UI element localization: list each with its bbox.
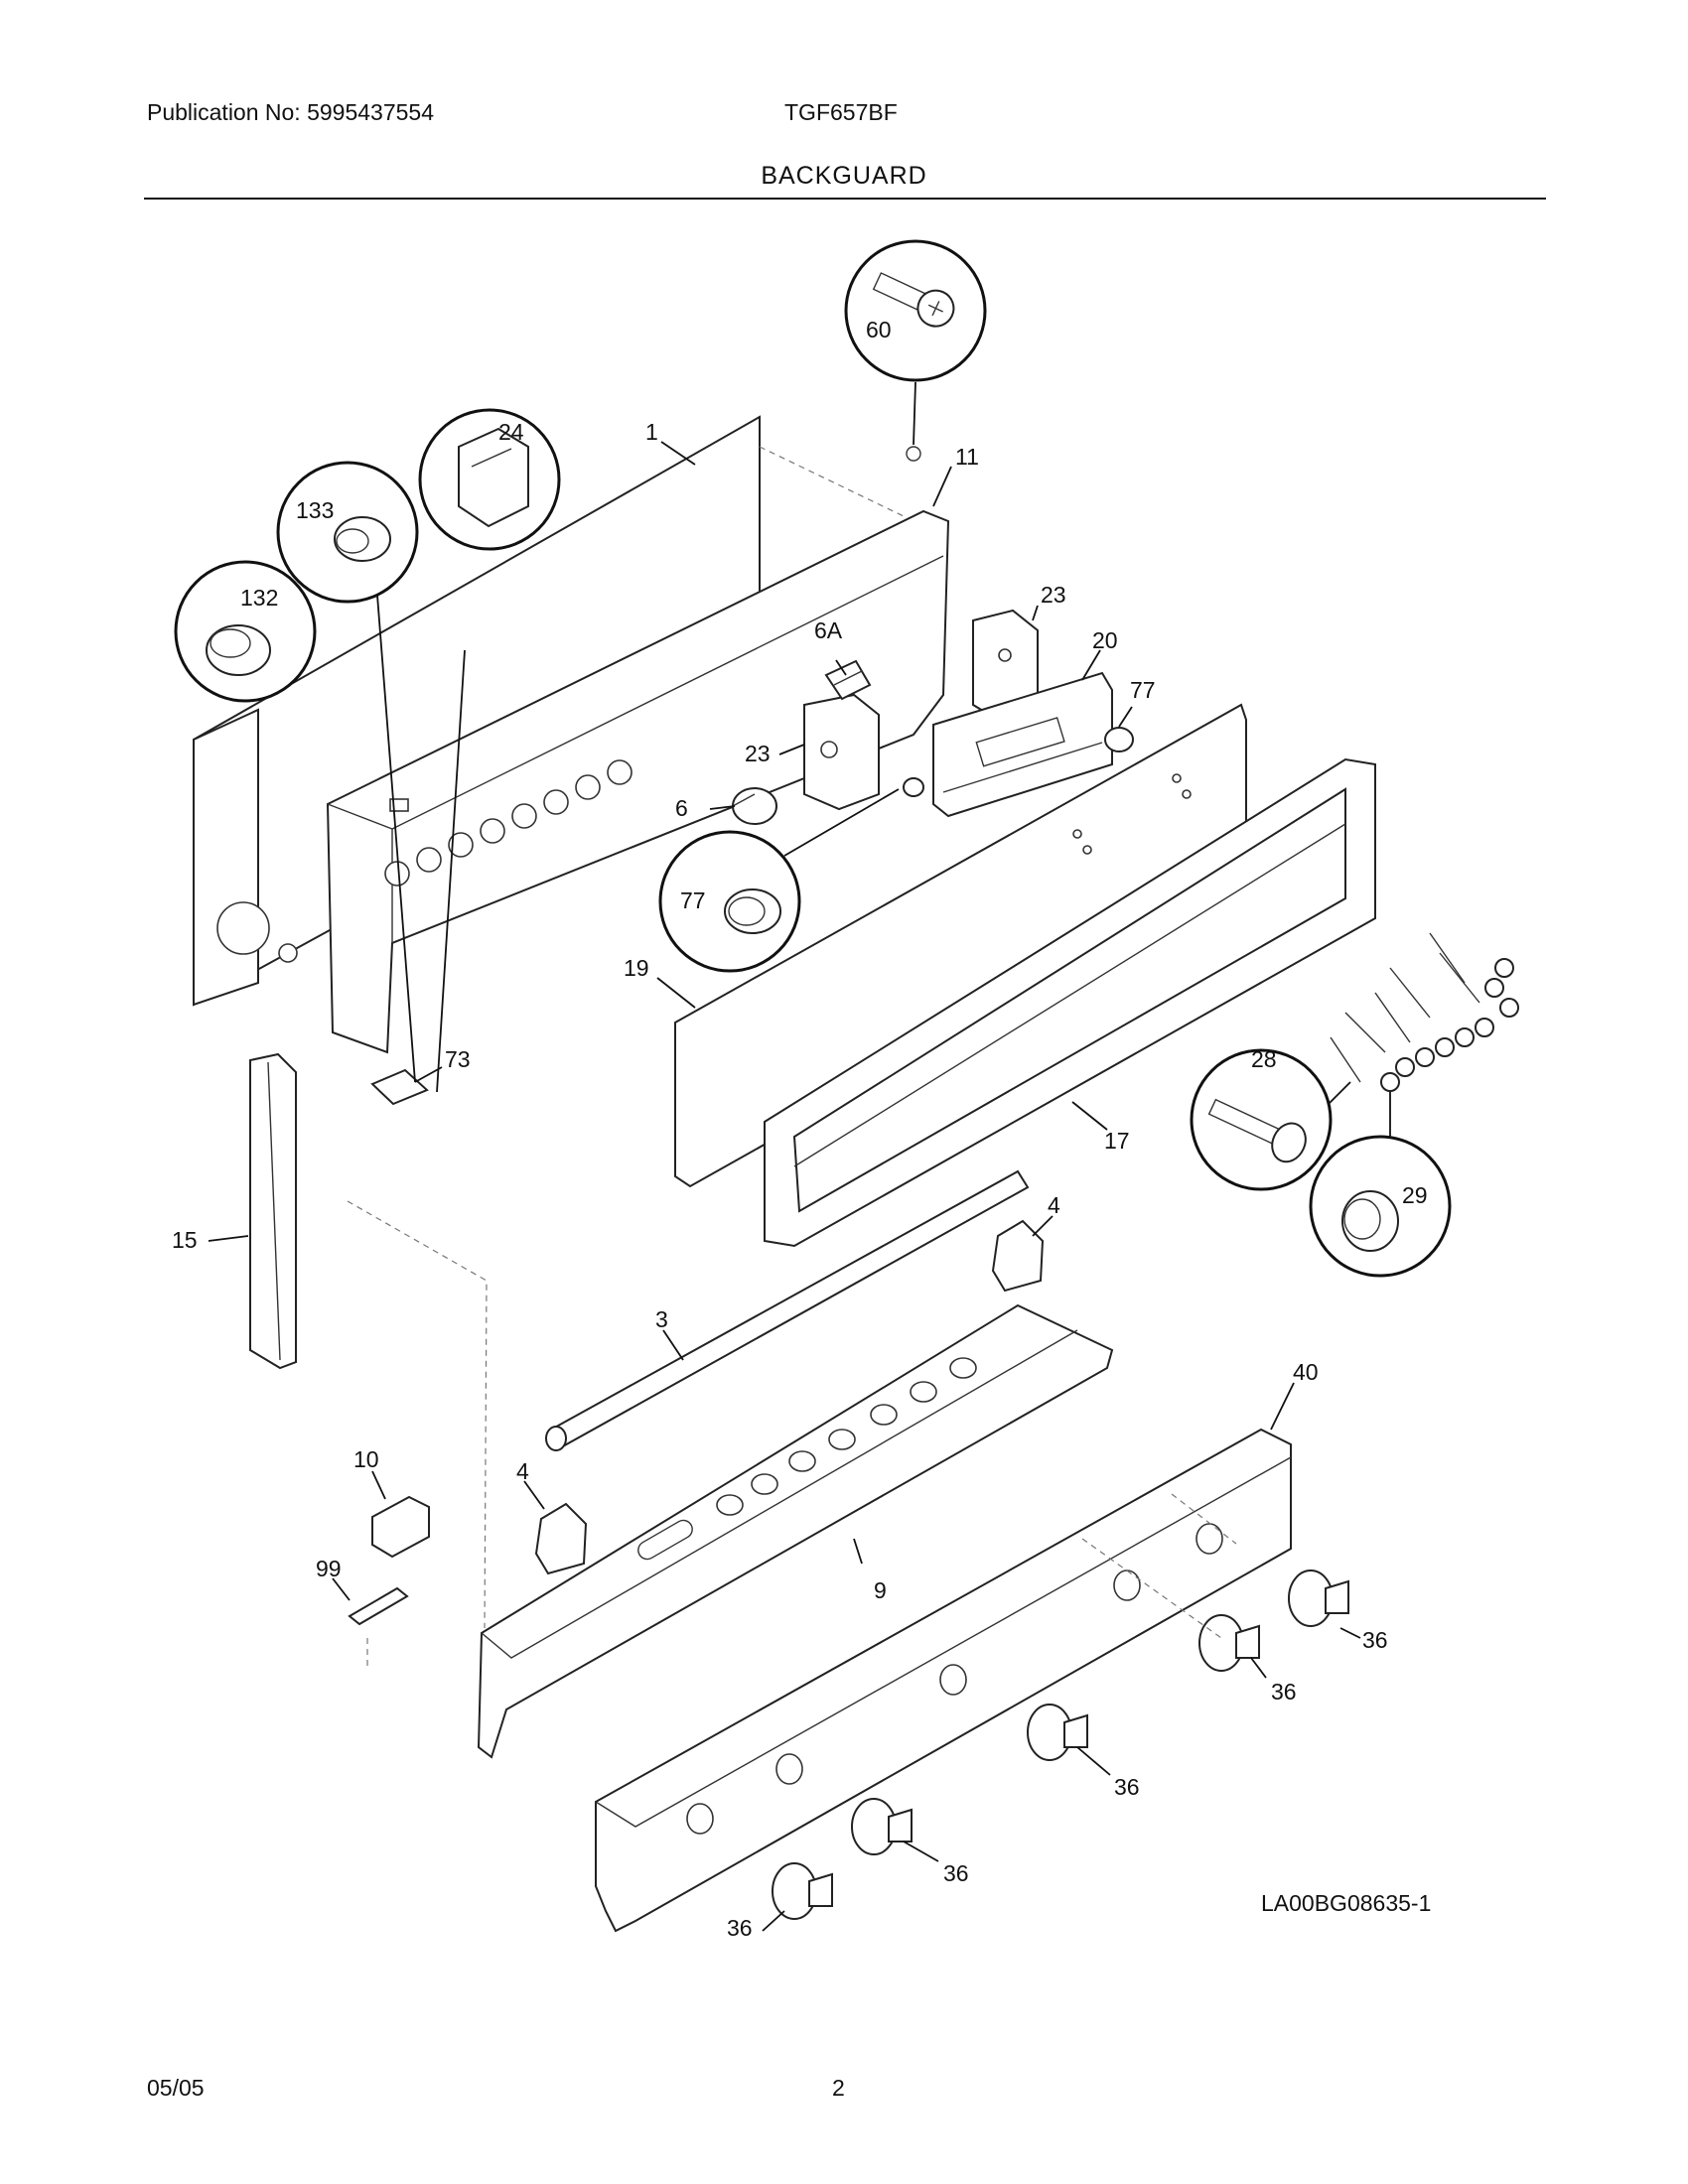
lower-panel-part-9: [477, 1303, 1114, 1759]
knob-part-36-b: [851, 1798, 913, 1855]
callout-part-28: 28: [1190, 1046, 1333, 1191]
part-label-36-d: 36: [1271, 1679, 1297, 1705]
header-rule: [144, 198, 1546, 200]
part-labels: 1 11 23 6A 20 77 23 6 19 73 15 17 4 3 40…: [172, 419, 1388, 1941]
part-label-11: 11: [955, 444, 979, 470]
lamp-holder-part-4-lower: [534, 1502, 588, 1575]
callout-label-133: 133: [296, 497, 334, 523]
part-label-36-b: 36: [943, 1860, 969, 1886]
knob-part-36-c: [1027, 1704, 1088, 1761]
part-label-4-lower: 4: [516, 1458, 529, 1484]
part-label-10: 10: [353, 1446, 379, 1472]
part-label-23-left: 23: [745, 741, 771, 766]
model-number: TGF657BF: [784, 99, 898, 125]
part-label-1: 1: [645, 419, 658, 445]
knob-part-36-a: [772, 1862, 833, 1920]
part-label-99: 99: [316, 1556, 342, 1581]
part-label-36-a: 36: [727, 1915, 753, 1941]
manifold-panel-part-40: [595, 1428, 1292, 1933]
lamp-holder-part-4-upper: [991, 1219, 1045, 1293]
backguard-frame-part-11: [326, 509, 950, 1054]
leader-lines: [208, 441, 1361, 1932]
part-label-17: 17: [1104, 1128, 1130, 1154]
drawing-code: LA00BG08635-1: [1261, 1890, 1431, 1916]
page-number: 2: [832, 2075, 845, 2101]
part-label-19: 19: [624, 955, 649, 981]
section-title: BACKGUARD: [761, 162, 927, 190]
part-label-20: 20: [1092, 627, 1118, 653]
callout-part-29: 29: [1309, 1135, 1452, 1278]
callout-label-29: 29: [1402, 1182, 1428, 1208]
callout-part-60: 60: [844, 239, 987, 382]
callout-part-132: 132: [174, 560, 317, 703]
callout-label-24: 24: [498, 419, 524, 445]
callout-part-133: 133: [276, 461, 419, 604]
part-label-73: 73: [445, 1046, 471, 1072]
callout-label-77: 77: [680, 887, 706, 913]
callout-label-28: 28: [1251, 1046, 1277, 1072]
part-label-3: 3: [655, 1306, 668, 1332]
knob-part-36-e: [1288, 1570, 1349, 1627]
control-board-part-20: [932, 671, 1113, 818]
part-label-6: 6: [675, 795, 688, 821]
publication-number: Publication No: 5995437554: [147, 99, 435, 125]
callout-label-60: 60: [866, 317, 892, 342]
knob-part-77-small: [903, 727, 1134, 797]
part-label-77: 77: [1130, 677, 1156, 703]
knob-part-36-d: [1198, 1614, 1260, 1672]
callout-part-77: 77: [658, 788, 900, 973]
side-bracket-part-15: [249, 1052, 297, 1370]
part-label-9: 9: [874, 1577, 887, 1603]
part-label-40: 40: [1293, 1359, 1319, 1385]
bracket-part-23-left: [803, 693, 880, 811]
footer-date: 05/05: [147, 2075, 205, 2101]
part-label-6A: 6A: [814, 617, 843, 643]
socket-part-6A: [824, 659, 872, 701]
caps-part-29: [1380, 958, 1519, 1147]
callout-part-24: 24: [418, 408, 561, 551]
screw-part-60: [906, 381, 921, 462]
label-part-73: [370, 1068, 429, 1106]
part-label-23-right: 23: [1041, 582, 1066, 608]
switch-part-10: [371, 1495, 430, 1559]
part-label-15: 15: [172, 1227, 198, 1253]
callout-label-132: 132: [240, 585, 278, 611]
tube-part-3: [545, 1169, 1030, 1451]
bulb-part-6: [732, 787, 777, 825]
part-label-4-upper: 4: [1048, 1192, 1060, 1218]
part-label-36-c: 36: [1114, 1774, 1140, 1800]
trim-frame-part-17: [764, 757, 1376, 1248]
part-label-36-e: 36: [1362, 1627, 1388, 1653]
plate-part-99: [348, 1586, 409, 1626]
